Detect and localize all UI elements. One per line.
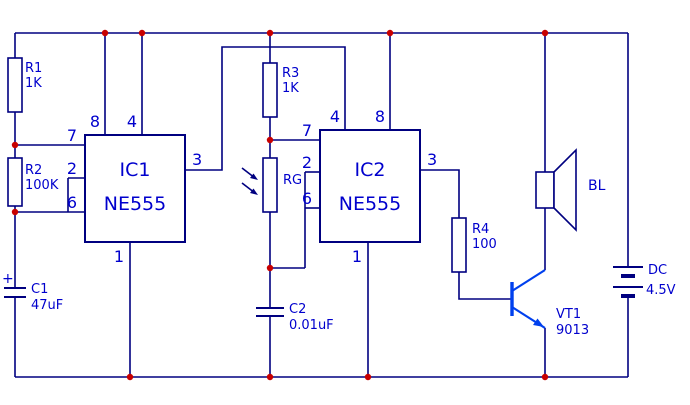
vt1-label: VT1: [556, 307, 581, 322]
junction-dot: [266, 264, 274, 272]
junction-dot: [266, 373, 274, 381]
r2-label: R2: [25, 163, 42, 178]
r1-value: 1K: [25, 76, 42, 91]
resistor-r3: R3 1K: [262, 62, 299, 118]
junction-dot: [126, 373, 134, 381]
ic2-pin1-number: 1: [352, 247, 362, 266]
resistor-r1: R1 1K: [7, 57, 42, 113]
ic2-part-number: NE555: [339, 193, 401, 215]
rg-light-arrowhead-2: [250, 188, 258, 195]
wire-ic2-pin3-to-r4: [420, 169, 460, 218]
r3-body: [262, 62, 278, 118]
c2-value: 0.01uF: [289, 318, 334, 333]
junction-dot: [101, 29, 109, 37]
c1-value: 47uF: [31, 298, 63, 313]
r3-value: 1K: [282, 81, 299, 96]
output-wiring: [458, 33, 546, 377]
photoresistor-rg: RG: [241, 157, 302, 213]
ic1-pin1-number: 1: [114, 247, 124, 266]
r2-value: 100K: [25, 178, 59, 193]
junction-dot: [386, 29, 394, 37]
r4-label: R4: [472, 222, 489, 237]
junction-dots: [11, 29, 549, 381]
junction-dot: [138, 29, 146, 37]
junction-dot: [364, 373, 372, 381]
vt1-emitter-arrow: [533, 318, 544, 327]
ic1-body: [84, 134, 186, 243]
battery-value: 4.5V: [646, 283, 676, 298]
ic1-pin8-number: 8: [90, 112, 100, 131]
wire-ic1-pin3-to-ic2-pin4: [185, 46, 346, 171]
ic1-wiring: [15, 33, 346, 377]
wire-r4-to-base: [458, 272, 512, 300]
rg-label: RG: [283, 173, 302, 188]
junction-dot: [541, 373, 549, 381]
vt1-part-number: 9013: [556, 323, 589, 338]
r4-value: 100: [472, 237, 497, 252]
capacitor-c1: + C1 47uF: [2, 271, 63, 313]
junction-dot: [11, 208, 19, 216]
r4-body: [451, 217, 467, 273]
c1-polarity: +: [2, 271, 14, 287]
ic2-body: [319, 129, 421, 243]
ic1-pin2-number: 2: [67, 159, 77, 178]
ic1-pin7-number: 7: [67, 126, 77, 145]
resistor-r2: R2 100K: [7, 157, 59, 207]
r1-body: [7, 57, 23, 113]
junction-dot: [266, 29, 274, 37]
speaker-bl: BL: [535, 148, 606, 232]
c2-label: C2: [289, 302, 306, 317]
rg-light-arrowhead-1: [250, 173, 258, 180]
ic2-pin7-number: 7: [302, 121, 312, 140]
battery-label: DC: [648, 263, 667, 278]
r2-body: [7, 157, 23, 207]
transistor-vt1: VT1 9013: [510, 269, 589, 338]
ic2-ne555: IC2 NE555 7 2 6 4 8 3 1: [302, 107, 437, 266]
ic2-pin4-number: 4: [330, 107, 340, 126]
capacitor-c2: C2 0.01uF: [256, 302, 334, 333]
speaker-cone: [553, 148, 577, 232]
r3-label: R3: [282, 66, 299, 81]
ic2-pin6-number: 6: [302, 189, 312, 208]
rg-body: [262, 157, 278, 213]
battery-dc: DC 4.5V: [613, 263, 676, 298]
junction-dot: [266, 136, 274, 144]
vt1-collector: [511, 269, 546, 292]
ic1-pin6-number: 6: [67, 193, 77, 212]
ic1-label: IC1: [120, 159, 151, 181]
r1-label: R1: [25, 61, 42, 76]
junction-dot: [11, 141, 19, 149]
bl-label: BL: [588, 178, 606, 194]
resistor-r4: R4 100: [451, 217, 497, 273]
ic1-pin3-number: 3: [192, 150, 202, 169]
junction-dot: [541, 29, 549, 37]
c1-label: C1: [31, 282, 48, 297]
ic2-label: IC2: [355, 159, 386, 181]
ic2-pin3-number: 3: [427, 150, 437, 169]
ic2-pin2-number: 2: [302, 153, 312, 172]
speaker-magnet: [535, 171, 555, 209]
ic1-pin4-number: 4: [127, 112, 137, 131]
ic2-pin8-number: 8: [375, 107, 385, 126]
ic1-part-number: NE555: [104, 193, 166, 215]
ic1-ne555: IC1 NE555 7 2 6 8 4 3 1: [67, 112, 202, 266]
